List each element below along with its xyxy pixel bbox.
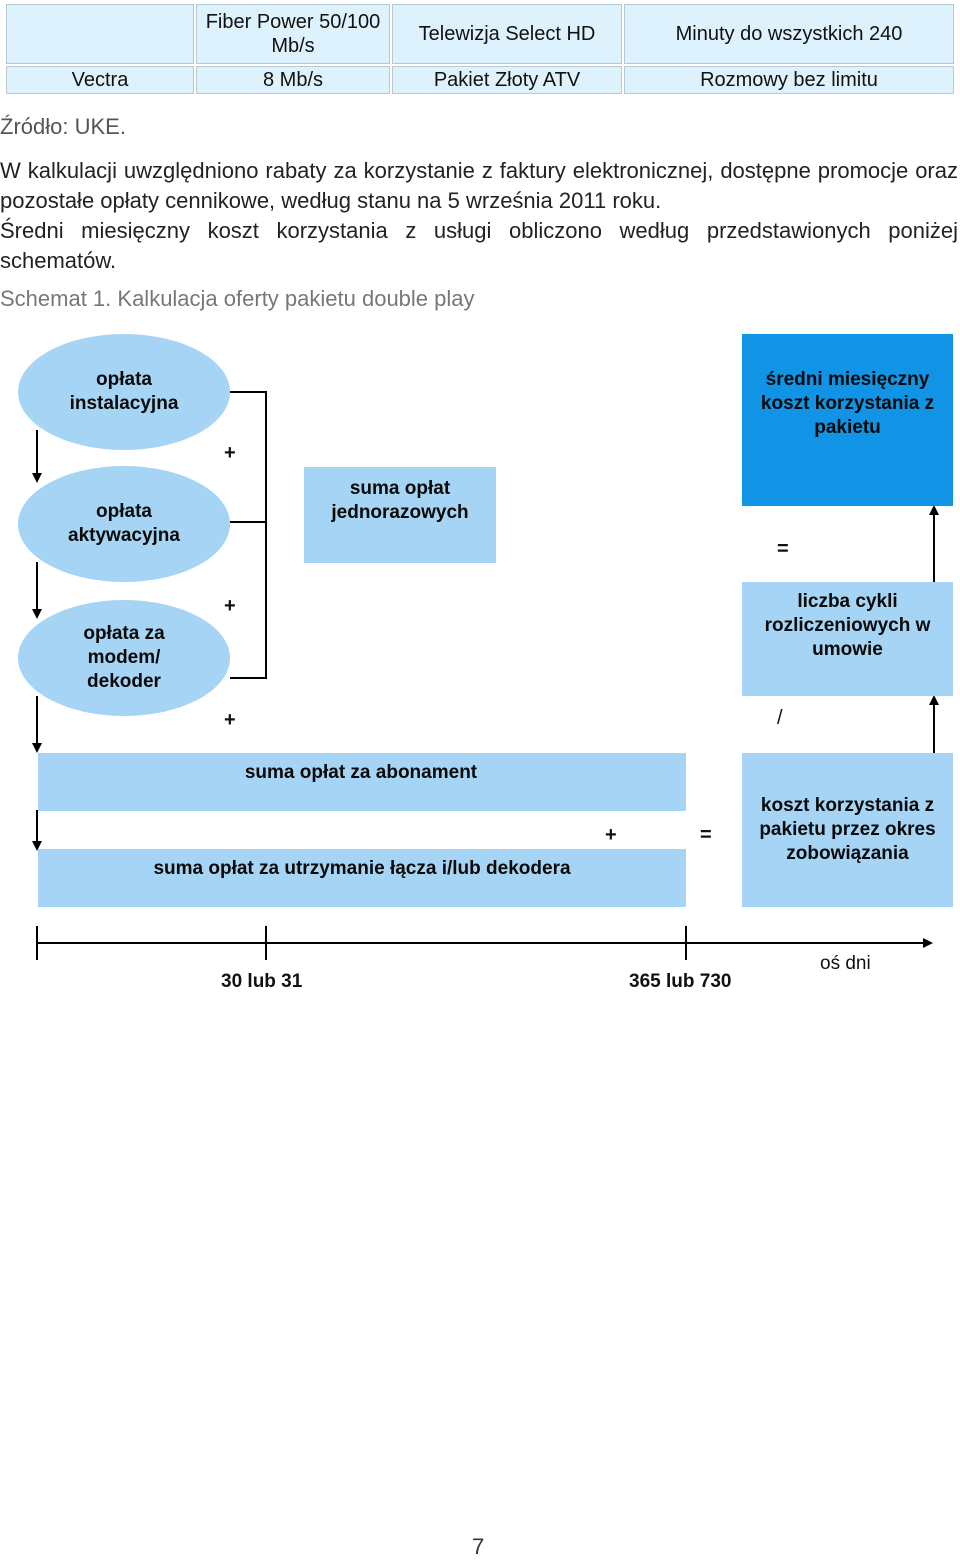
sum-bracket <box>230 391 267 679</box>
box-label: suma opłat za utrzymanie łącza i/lub dek… <box>153 858 571 879</box>
table-cell: Minuty do wszystkich 240 <box>624 4 954 64</box>
table-cell: Telewizja Select HD <box>392 4 622 64</box>
ellipse-label: opłata instalacyjna <box>69 369 179 414</box>
page-number: 7 <box>472 1534 485 1559</box>
billing-cycles-box: liczba cykli rozliczeniowych w umowie <box>742 582 953 696</box>
modem-fee-ellipse: opłata za modem/ dekoder <box>18 600 230 716</box>
one-time-fees-box: suma opłat jednorazowych <box>304 467 496 563</box>
offers-table: Fiber Power 50/100 Mb/s Telewizja Select… <box>4 2 956 96</box>
total-cost-box: koszt korzystania z pakietu przez okres … <box>742 753 953 907</box>
table-row: Vectra 8 Mb/s Pakiet Złoty ATV Rozmowy b… <box>6 66 954 94</box>
subscription-sum-box: suma opłat za abonament <box>38 753 686 811</box>
table-row: Fiber Power 50/100 Mb/s Telewizja Select… <box>6 4 954 64</box>
body-paragraph: W kalkulacji uwzględniono rabaty za korz… <box>0 156 958 276</box>
divide-sign: / <box>777 707 783 729</box>
box-label: liczba cykli rozliczeniowych w umowie <box>764 591 931 660</box>
paragraph-line: W kalkulacji uwzględniono rabaty za korz… <box>0 158 958 213</box>
axis-tick-label: 365 lub 730 <box>629 971 732 992</box>
axis-label: oś dni <box>820 953 871 974</box>
table-cell: Rozmowy bez limitu <box>624 66 954 94</box>
table-cell: 8 Mb/s <box>196 66 390 94</box>
installation-fee-ellipse: opłata instalacyjna <box>18 334 230 450</box>
ellipse-label: opłata za modem/ dekoder <box>83 623 165 692</box>
average-monthly-cost-box: średni miesięczny koszt korzystania z pa… <box>742 334 953 506</box>
ellipse-label: opłata aktywacyjna <box>68 501 180 546</box>
table-cell <box>6 4 194 64</box>
source-note: Źródło: UKE. <box>0 114 126 139</box>
activation-fee-ellipse: opłata aktywacyjna <box>18 466 230 582</box>
equals-sign: = <box>777 538 789 560</box>
table-cell: Pakiet Złoty ATV <box>392 66 622 94</box>
plus-sign: + <box>224 595 236 617</box>
table-cell: Fiber Power 50/100 Mb/s <box>196 4 390 64</box>
box-label: suma opłat jednorazowych <box>331 478 469 523</box>
line-maintenance-sum-box: suma opłat za utrzymanie łącza i/lub dek… <box>38 849 686 907</box>
paragraph-line: Średni miesięczny koszt korzystania z us… <box>0 218 958 273</box>
diagram-caption: Schemat 1. Kalkulacja oferty pakietu dou… <box>0 286 475 311</box>
table-cell: Vectra <box>6 66 194 94</box>
axis-tick-label: 30 lub 31 <box>221 971 303 992</box>
box-label: średni miesięczny koszt korzystania z pa… <box>760 369 935 438</box>
box-label: suma opłat za abonament <box>244 762 478 783</box>
box-label: koszt korzystania z pakietu przez okres … <box>759 795 936 864</box>
plus-sign: + <box>224 442 236 464</box>
plus-sign: + <box>605 824 617 846</box>
plus-sign: + <box>224 709 236 731</box>
equals-sign: = <box>700 824 712 846</box>
